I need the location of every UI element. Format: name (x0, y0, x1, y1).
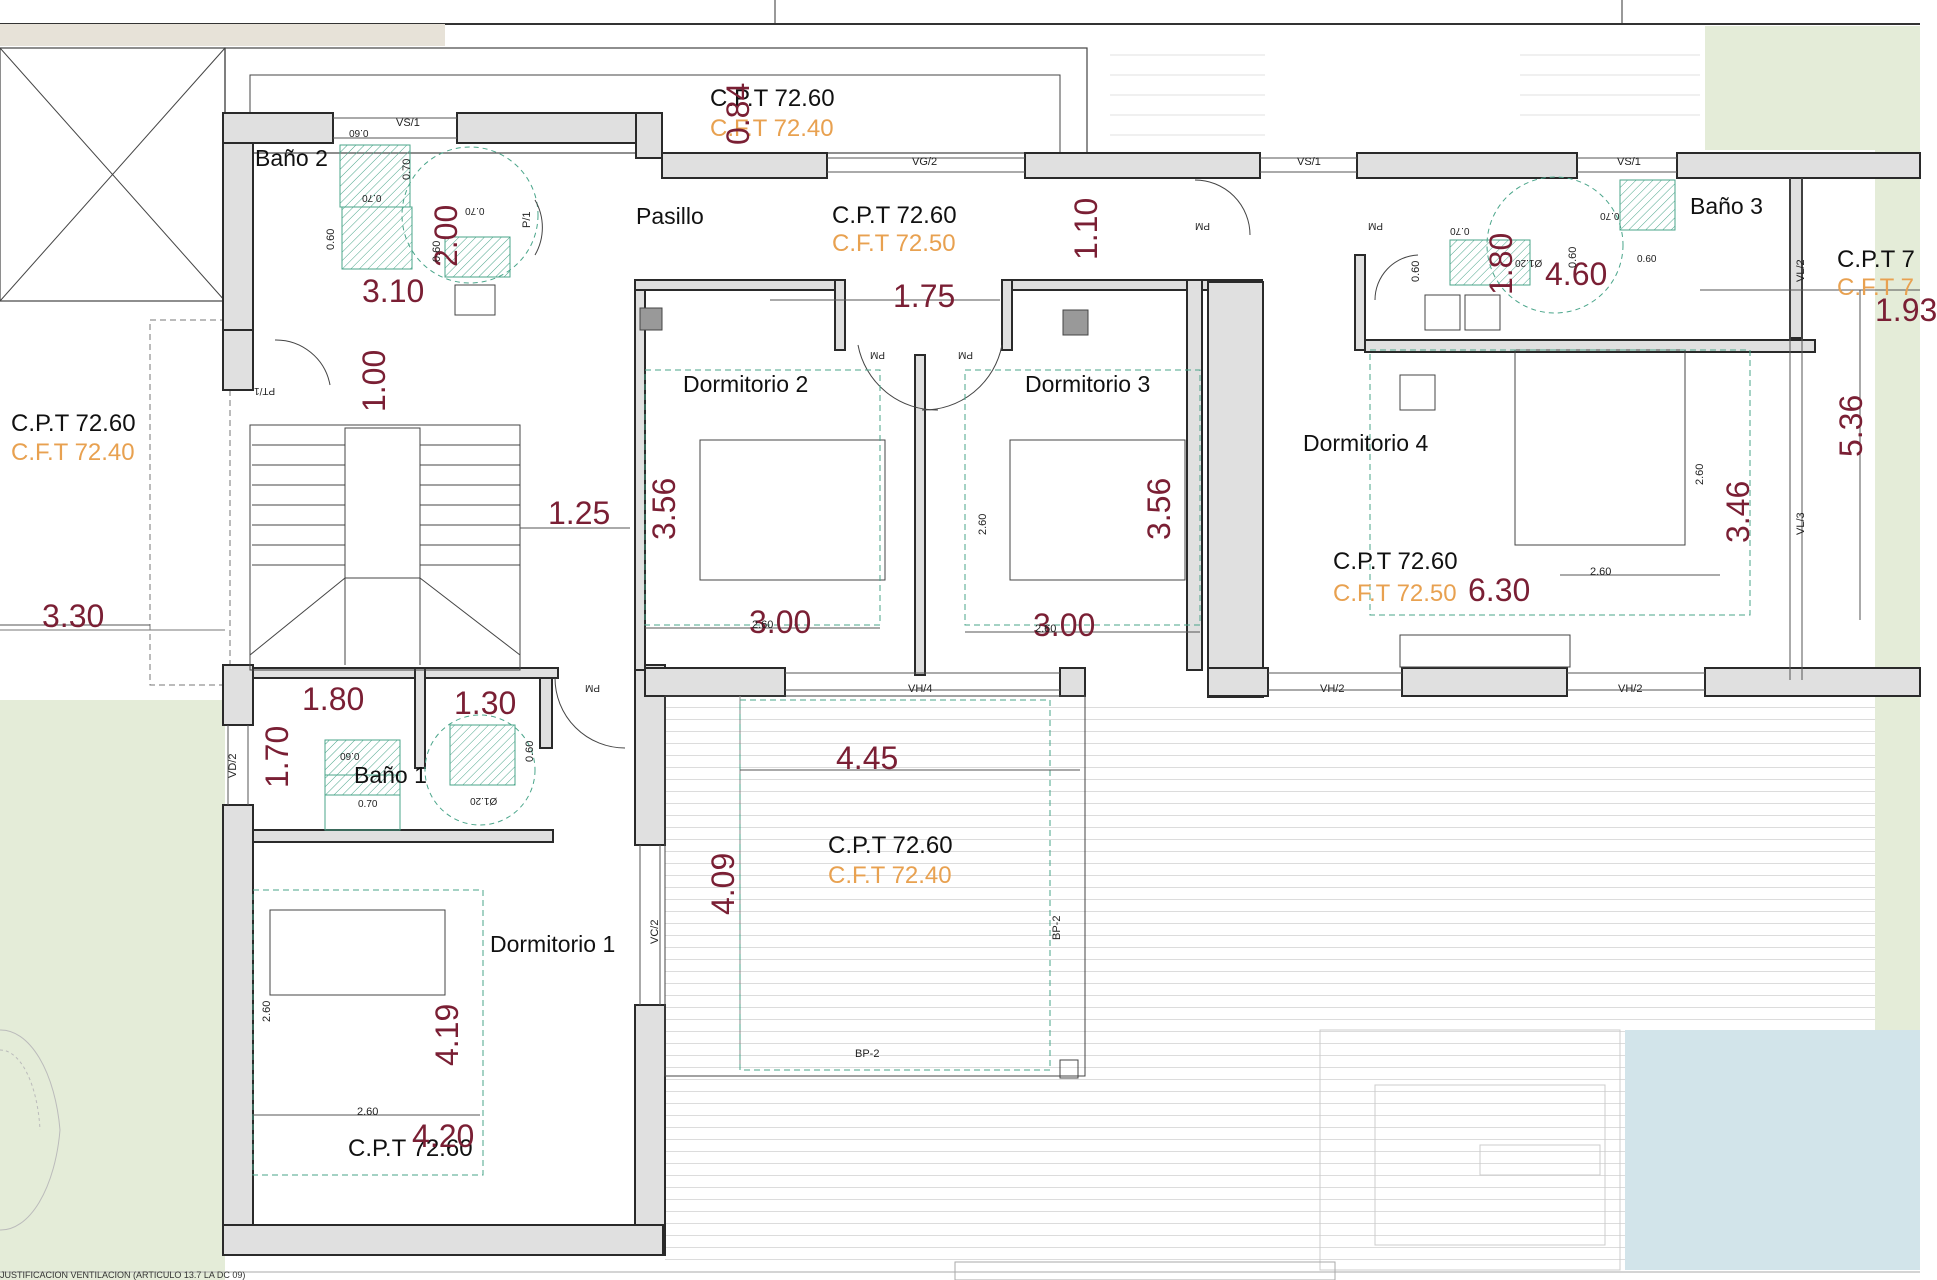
dimension-3-56-b: 3.56 (1141, 477, 1177, 540)
room-label-bano-2: Baño 2 (255, 145, 328, 171)
level-cpt-dormitorio-4: C.P.T 72.60 (1333, 548, 1458, 575)
fixture-dim-060-a: 0.60 (349, 127, 369, 138)
dimension-4-09: 4.09 (705, 852, 741, 915)
fixture-dim-070-a: 0.70 (401, 158, 413, 180)
door-label-p1: P/1 (521, 211, 533, 228)
dimension-1-00: 1.00 (356, 349, 392, 412)
fixture-dim-070-b: 0.70 (362, 192, 382, 203)
door-label-pm-c: PM (1195, 220, 1210, 231)
room-label-dormitorio-3: Dormitorio 3 (1025, 371, 1151, 397)
bed-dim-260-c: 2.60 (752, 619, 774, 631)
room-label-dormitorio-4: Dormitorio 4 (1303, 430, 1429, 456)
door-label-pm-d: PM (1368, 220, 1383, 231)
fixture-dim-060-f: 0.60 (340, 750, 360, 761)
dimension-3-00-a: 3.00 (749, 604, 812, 640)
window-label-vg2: VG/2 (912, 156, 938, 168)
window-label-vl3: VL/3 (1795, 512, 1807, 535)
window-label-vh2-b: VH/2 (1618, 683, 1643, 695)
bed-dim-260-a: 2.60 (1590, 566, 1612, 578)
dimension-6-30: 6.30 (1468, 572, 1531, 608)
dimension-1-25: 1.25 (548, 495, 611, 531)
fixture-dim-060-h: 0.60 (1567, 246, 1579, 268)
window-label-vh2-a: VH/2 (1320, 683, 1345, 695)
dimension-3-00-b: 3.00 (1033, 607, 1096, 643)
room-label-dormitorio-1: Dormitorio 1 (490, 931, 616, 957)
level-cft-left: C.F.T 72.40 (11, 439, 135, 466)
level-cft-dormitorio-4: C.F.T 72.50 (1333, 580, 1457, 607)
level-cpt-right: C.P.T 7 (1837, 246, 1915, 273)
dimension-4-60: 4.60 (1545, 256, 1608, 292)
bed-dim-260-e: 2.60 (1035, 623, 1057, 635)
fixture-dim-060-g: 0.60 (524, 740, 536, 762)
dimension-4-20: 4.20 (412, 1118, 475, 1154)
dimension-1-70: 1.70 (259, 725, 295, 788)
level-cpt-dormitorio-1: C.P.T 72.60 (348, 1135, 473, 1162)
window-label-vs1-a: VS/1 (396, 117, 420, 129)
fixture-dim-120-b: Ø1.20 (470, 795, 498, 806)
level-cpt-left: C.P.T 72.60 (11, 410, 136, 437)
fixture-dim-060-b: 0.60 (325, 228, 337, 250)
fixture-dim-070-d: 0.70 (1450, 225, 1470, 236)
room-label-dormitorio-2: Dormitorio 2 (683, 371, 809, 397)
dimension-3-46: 3.46 (1720, 480, 1756, 543)
fixture-dim-070-f: 0.70 (358, 799, 378, 810)
level-cft-right: C.F.T 7 (1837, 274, 1914, 301)
dimension-0-84: 0.84 (720, 82, 756, 145)
level-cpt-pasillo: C.P.T 72.60 (832, 202, 957, 229)
walls (222, 112, 1921, 1256)
door-label-pt1: PT/1 (254, 385, 276, 396)
footer-note: JUSTIFICACION VENTILACION (ARTICULO 13.7… (0, 1270, 246, 1280)
fixture-dim-120: Ø1.20 (1515, 257, 1543, 268)
fixture-dim-070-c: 0.70 (465, 205, 485, 216)
window-label-vl2: VL/2 (1795, 259, 1807, 282)
dimension-1-93: 1.93 (1875, 292, 1937, 328)
dimension-4-45: 4.45 (836, 740, 899, 776)
dimension-1-75: 1.75 (893, 278, 956, 314)
fixture-dim-060-e: 0.60 (1637, 254, 1657, 265)
dimension-4-19: 4.19 (429, 1003, 465, 1066)
railing-label-bp2-a: BP-2 (1051, 915, 1063, 940)
bed-dim-260-b: 2.60 (1694, 463, 1706, 485)
bed-dim-260-f: 2.60 (357, 1106, 379, 1118)
level-cft-pasillo: C.F.T 72.50 (832, 230, 956, 257)
dimension-1-30: 1.30 (454, 685, 517, 721)
bed-dim-260-d: 2.60 (977, 513, 989, 535)
window-label-vh4: VH/4 (908, 683, 933, 695)
pool (1625, 1030, 1920, 1270)
dimension-1-80-top: 1.80 (1483, 232, 1519, 295)
dimension-1-80-bano-1: 1.80 (302, 681, 365, 717)
level-cpt-terrace: C.P.T 72.60 (828, 832, 953, 859)
grass-area (0, 26, 1920, 1280)
door-label-pm-b: PM (958, 349, 973, 360)
window-label-vd2: VD/2 (227, 753, 239, 778)
dimension-3-56-a: 3.56 (646, 477, 682, 540)
bed-dim-260-g: 2.60 (261, 1000, 273, 1022)
dimension-3-10: 3.10 (362, 273, 425, 309)
dimension-1-10: 1.10 (1068, 197, 1104, 260)
dimension-5-36: 5.36 (1833, 394, 1869, 457)
room-label-bano-3: Baño 3 (1690, 193, 1763, 219)
room-label-pasillo: Pasillo (636, 203, 704, 229)
window-label-vs1-b: VS/1 (1297, 156, 1321, 168)
fixture-dim-060-d: 0.60 (1410, 260, 1422, 282)
fixture-dim-060-c: 0.60 (431, 240, 443, 262)
door-label-pm-e: PM (585, 682, 600, 693)
window-label-vs1-c: VS/1 (1617, 156, 1641, 168)
window-label-vc2: VC/2 (649, 919, 661, 944)
level-cft-top: C.F.T 72.40 (710, 115, 834, 142)
railing-label-bp2-b: BP-2 (855, 1048, 880, 1060)
level-cft-terrace: C.F.T 72.40 (828, 862, 952, 889)
fixture-dim-070-g: 0.70 (1600, 210, 1620, 221)
room-label-bano-1: Baño 1 (354, 762, 427, 788)
dimension-3-30: 3.30 (42, 598, 105, 634)
level-cpt-top: C.P.T 72.60 (710, 85, 835, 112)
door-label-pm-a: PM (870, 349, 885, 360)
